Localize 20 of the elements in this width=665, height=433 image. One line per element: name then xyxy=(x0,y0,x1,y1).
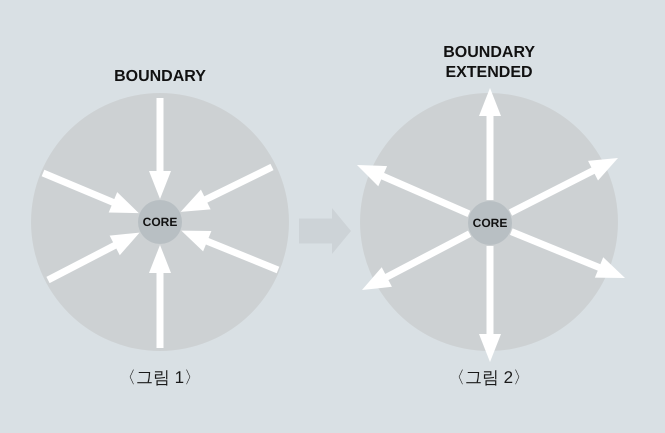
figure-caption: 〈그림 1〉 xyxy=(118,368,202,388)
arrow xyxy=(180,164,274,212)
arrow xyxy=(362,230,472,290)
arrow xyxy=(479,88,501,200)
arrow xyxy=(42,170,139,214)
core-circle xyxy=(468,201,512,245)
boundary-label: BOUNDARY xyxy=(114,67,206,87)
arrow xyxy=(149,245,171,348)
arrow xyxy=(508,158,618,216)
core-label: CORE xyxy=(472,216,508,230)
arrow xyxy=(181,230,280,274)
arrow xyxy=(479,246,501,362)
boundary-label: BOUNDARY EXTENDED xyxy=(443,43,535,83)
core-label: CORE xyxy=(142,215,178,229)
figure-caption: 〈그림 2〉 xyxy=(448,368,530,388)
core-circle xyxy=(138,200,182,244)
arrow xyxy=(149,98,171,199)
arrow xyxy=(357,165,470,218)
arrow xyxy=(510,228,625,278)
arrow xyxy=(46,232,140,284)
